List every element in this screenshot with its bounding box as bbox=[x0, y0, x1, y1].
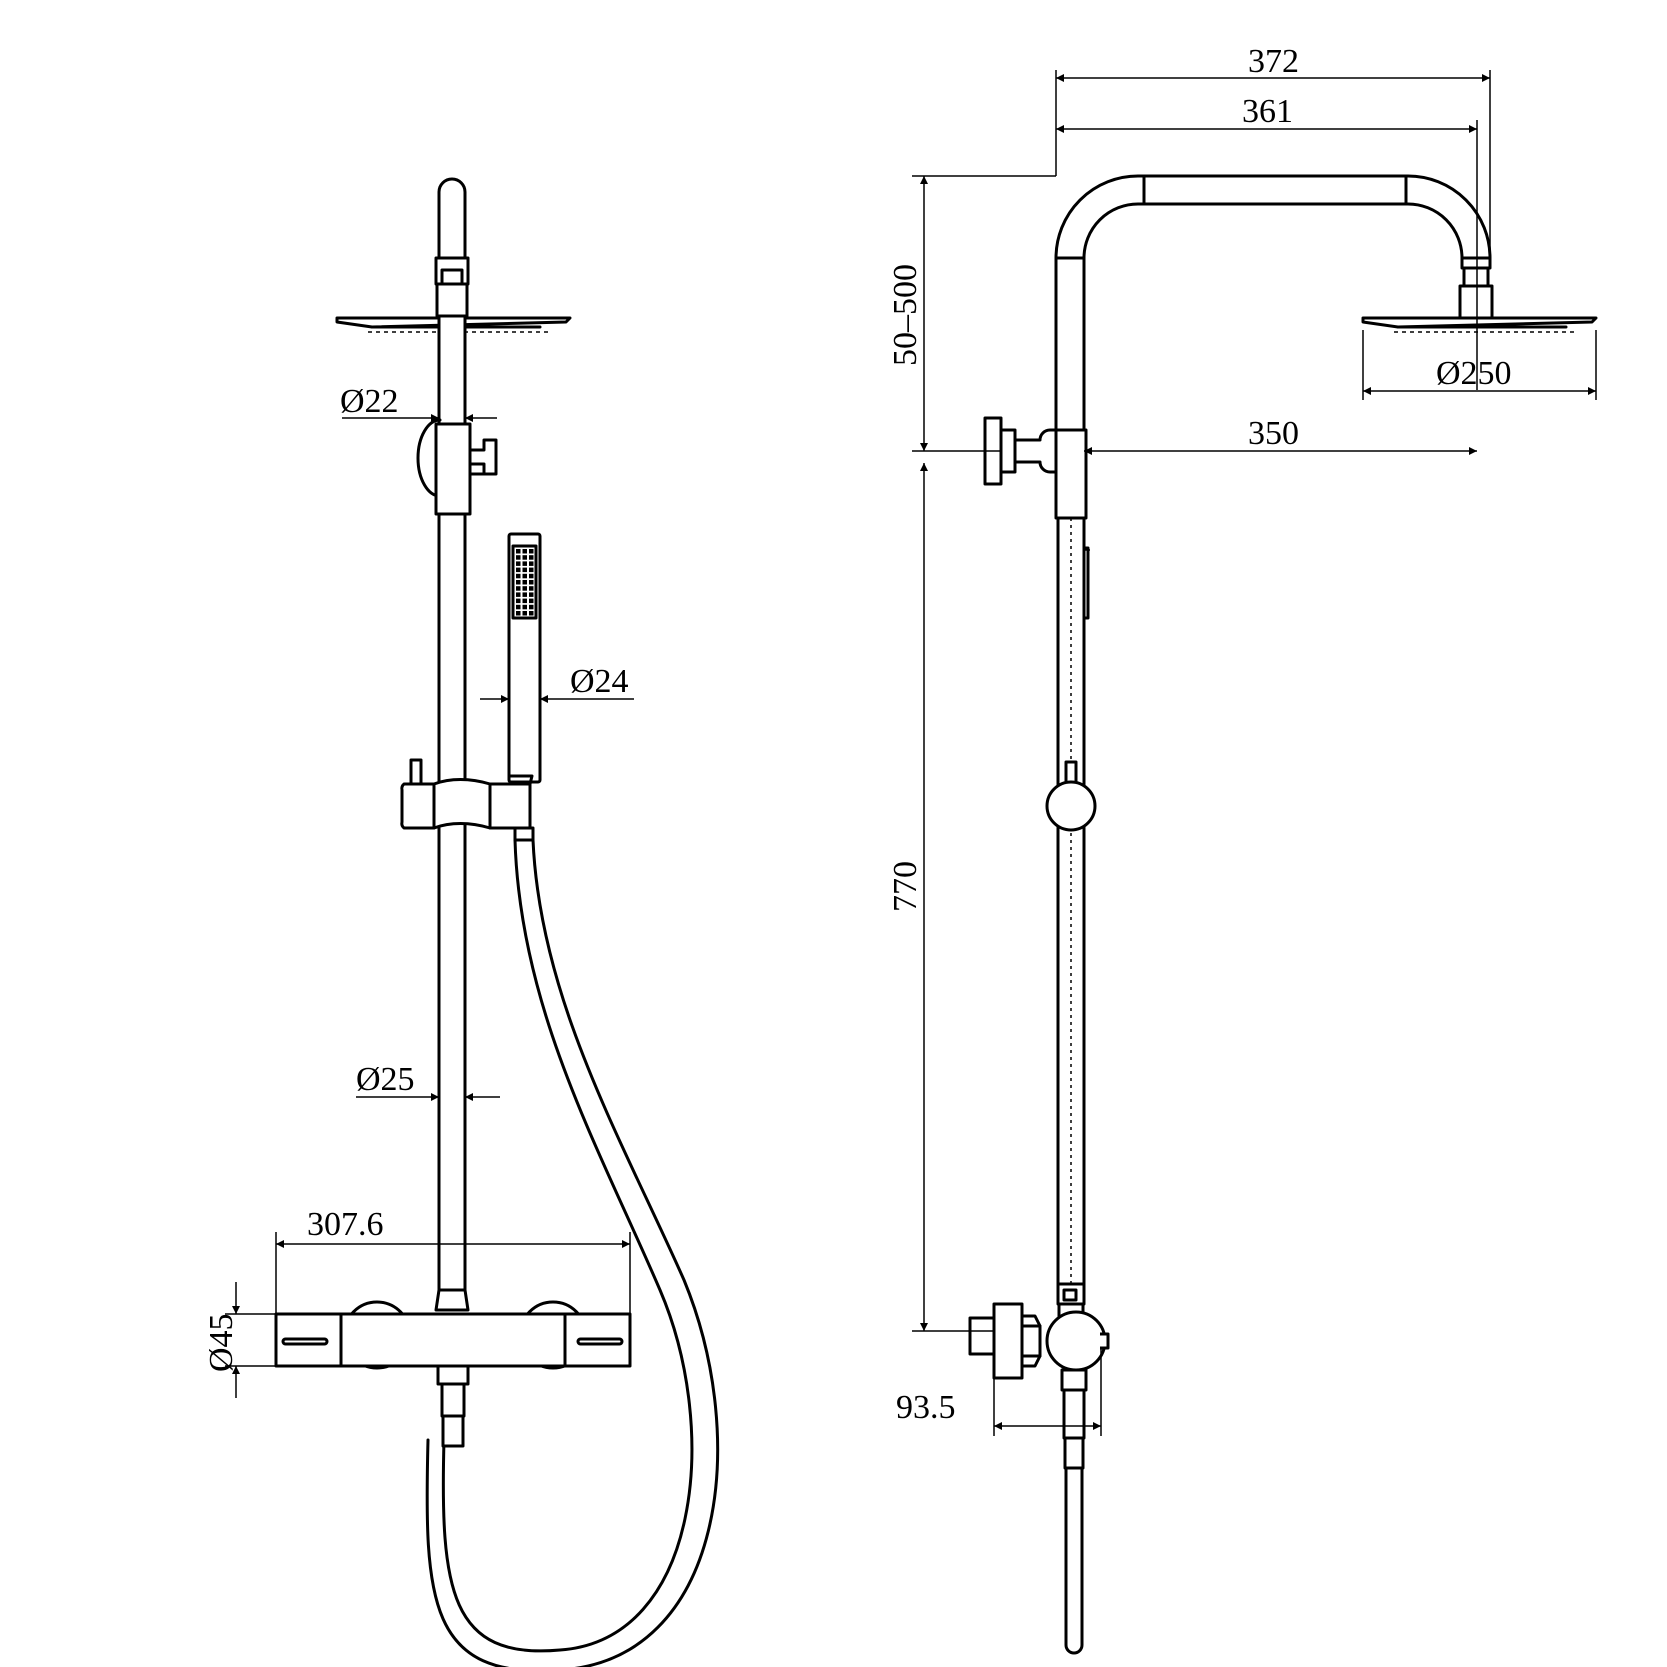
nozzle-dot bbox=[529, 598, 534, 604]
front-riser-tube bbox=[437, 512, 467, 1292]
label-riser-diameter: Ø25 bbox=[356, 1061, 415, 1098]
nozzle-dot bbox=[516, 573, 521, 579]
nozzle-dot bbox=[529, 586, 534, 591]
nozzle-dot bbox=[522, 567, 527, 573]
nozzle-dot bbox=[516, 592, 521, 597]
label-head-diameter: Ø250 bbox=[1436, 355, 1512, 392]
side-wall-bracket bbox=[983, 416, 1088, 520]
nozzle-dot bbox=[529, 549, 534, 554]
side-mixer bbox=[968, 1282, 1110, 1655]
nozzle-dot bbox=[529, 561, 534, 566]
nozzle-dot bbox=[529, 604, 534, 610]
front-thermostatic-mixer bbox=[274, 1288, 632, 1448]
nozzle-dot bbox=[516, 580, 521, 585]
front-head-connector bbox=[435, 282, 469, 318]
front-hose bbox=[425, 826, 720, 1667]
front-slider-holder bbox=[400, 758, 534, 830]
label-hand-shower-diameter: Ø24 bbox=[570, 663, 629, 700]
front-hand-shower bbox=[507, 532, 542, 784]
front-upper-tube bbox=[437, 314, 467, 426]
nozzle-dot bbox=[529, 567, 534, 573]
label-arm-outer-reach: 372 bbox=[1248, 43, 1299, 80]
nozzle-dot bbox=[522, 611, 527, 616]
nozzle-dot bbox=[529, 580, 534, 585]
nozzle-dot bbox=[516, 561, 521, 566]
side-rain-head bbox=[1361, 316, 1598, 333]
nozzle-dot bbox=[522, 592, 527, 597]
nozzle-dot bbox=[516, 586, 521, 591]
nozzle-dot bbox=[522, 604, 527, 610]
nozzle-dot bbox=[522, 573, 527, 579]
front-top-arm bbox=[437, 177, 467, 262]
label-mixer-diameter: Ø45 bbox=[203, 1313, 240, 1372]
nozzle-dot bbox=[522, 555, 527, 560]
nozzle-dot bbox=[516, 555, 521, 560]
nozzle-dot bbox=[516, 611, 521, 616]
nozzle-dot bbox=[522, 598, 527, 604]
side-head-connector bbox=[1458, 256, 1494, 320]
nozzle-dot bbox=[522, 580, 527, 585]
label-front-arm-diameter: Ø22 bbox=[340, 383, 399, 420]
front-wall-bracket bbox=[416, 418, 498, 516]
front-view bbox=[274, 177, 720, 1667]
side-view bbox=[968, 174, 1598, 1655]
label-height-adjust: 50–500 bbox=[887, 264, 924, 366]
nozzle-dot bbox=[516, 598, 521, 604]
nozzle-dot bbox=[516, 567, 521, 573]
label-riser-height: 770 bbox=[887, 861, 924, 912]
nozzle-dot bbox=[516, 604, 521, 610]
label-mixer-projection: 93.5 bbox=[896, 1389, 956, 1426]
side-slider-knob bbox=[1045, 760, 1097, 832]
front-arm-nut bbox=[440, 268, 464, 286]
label-mixer-width: 307.6 bbox=[307, 1206, 384, 1243]
dimension-labels: Ø22 Ø24 Ø25 307.6 Ø45 372 361 Ø250 350 5… bbox=[203, 43, 1512, 1426]
side-hand-shower-edge bbox=[1082, 546, 1090, 620]
nozzle-dot bbox=[529, 592, 534, 597]
nozzle-dot bbox=[522, 549, 527, 554]
nozzle-dot bbox=[516, 549, 521, 554]
nozzle-dot bbox=[522, 561, 527, 566]
nozzle-dot bbox=[529, 611, 534, 616]
label-wall-to-head: 350 bbox=[1248, 415, 1299, 452]
label-arm-reach: 361 bbox=[1242, 93, 1293, 130]
dimension-lines bbox=[225, 70, 1597, 1436]
side-overhead-arm bbox=[1054, 174, 1492, 432]
nozzle-dot bbox=[529, 573, 534, 579]
nozzle-dot bbox=[529, 555, 534, 560]
nozzle-dot bbox=[522, 586, 527, 591]
